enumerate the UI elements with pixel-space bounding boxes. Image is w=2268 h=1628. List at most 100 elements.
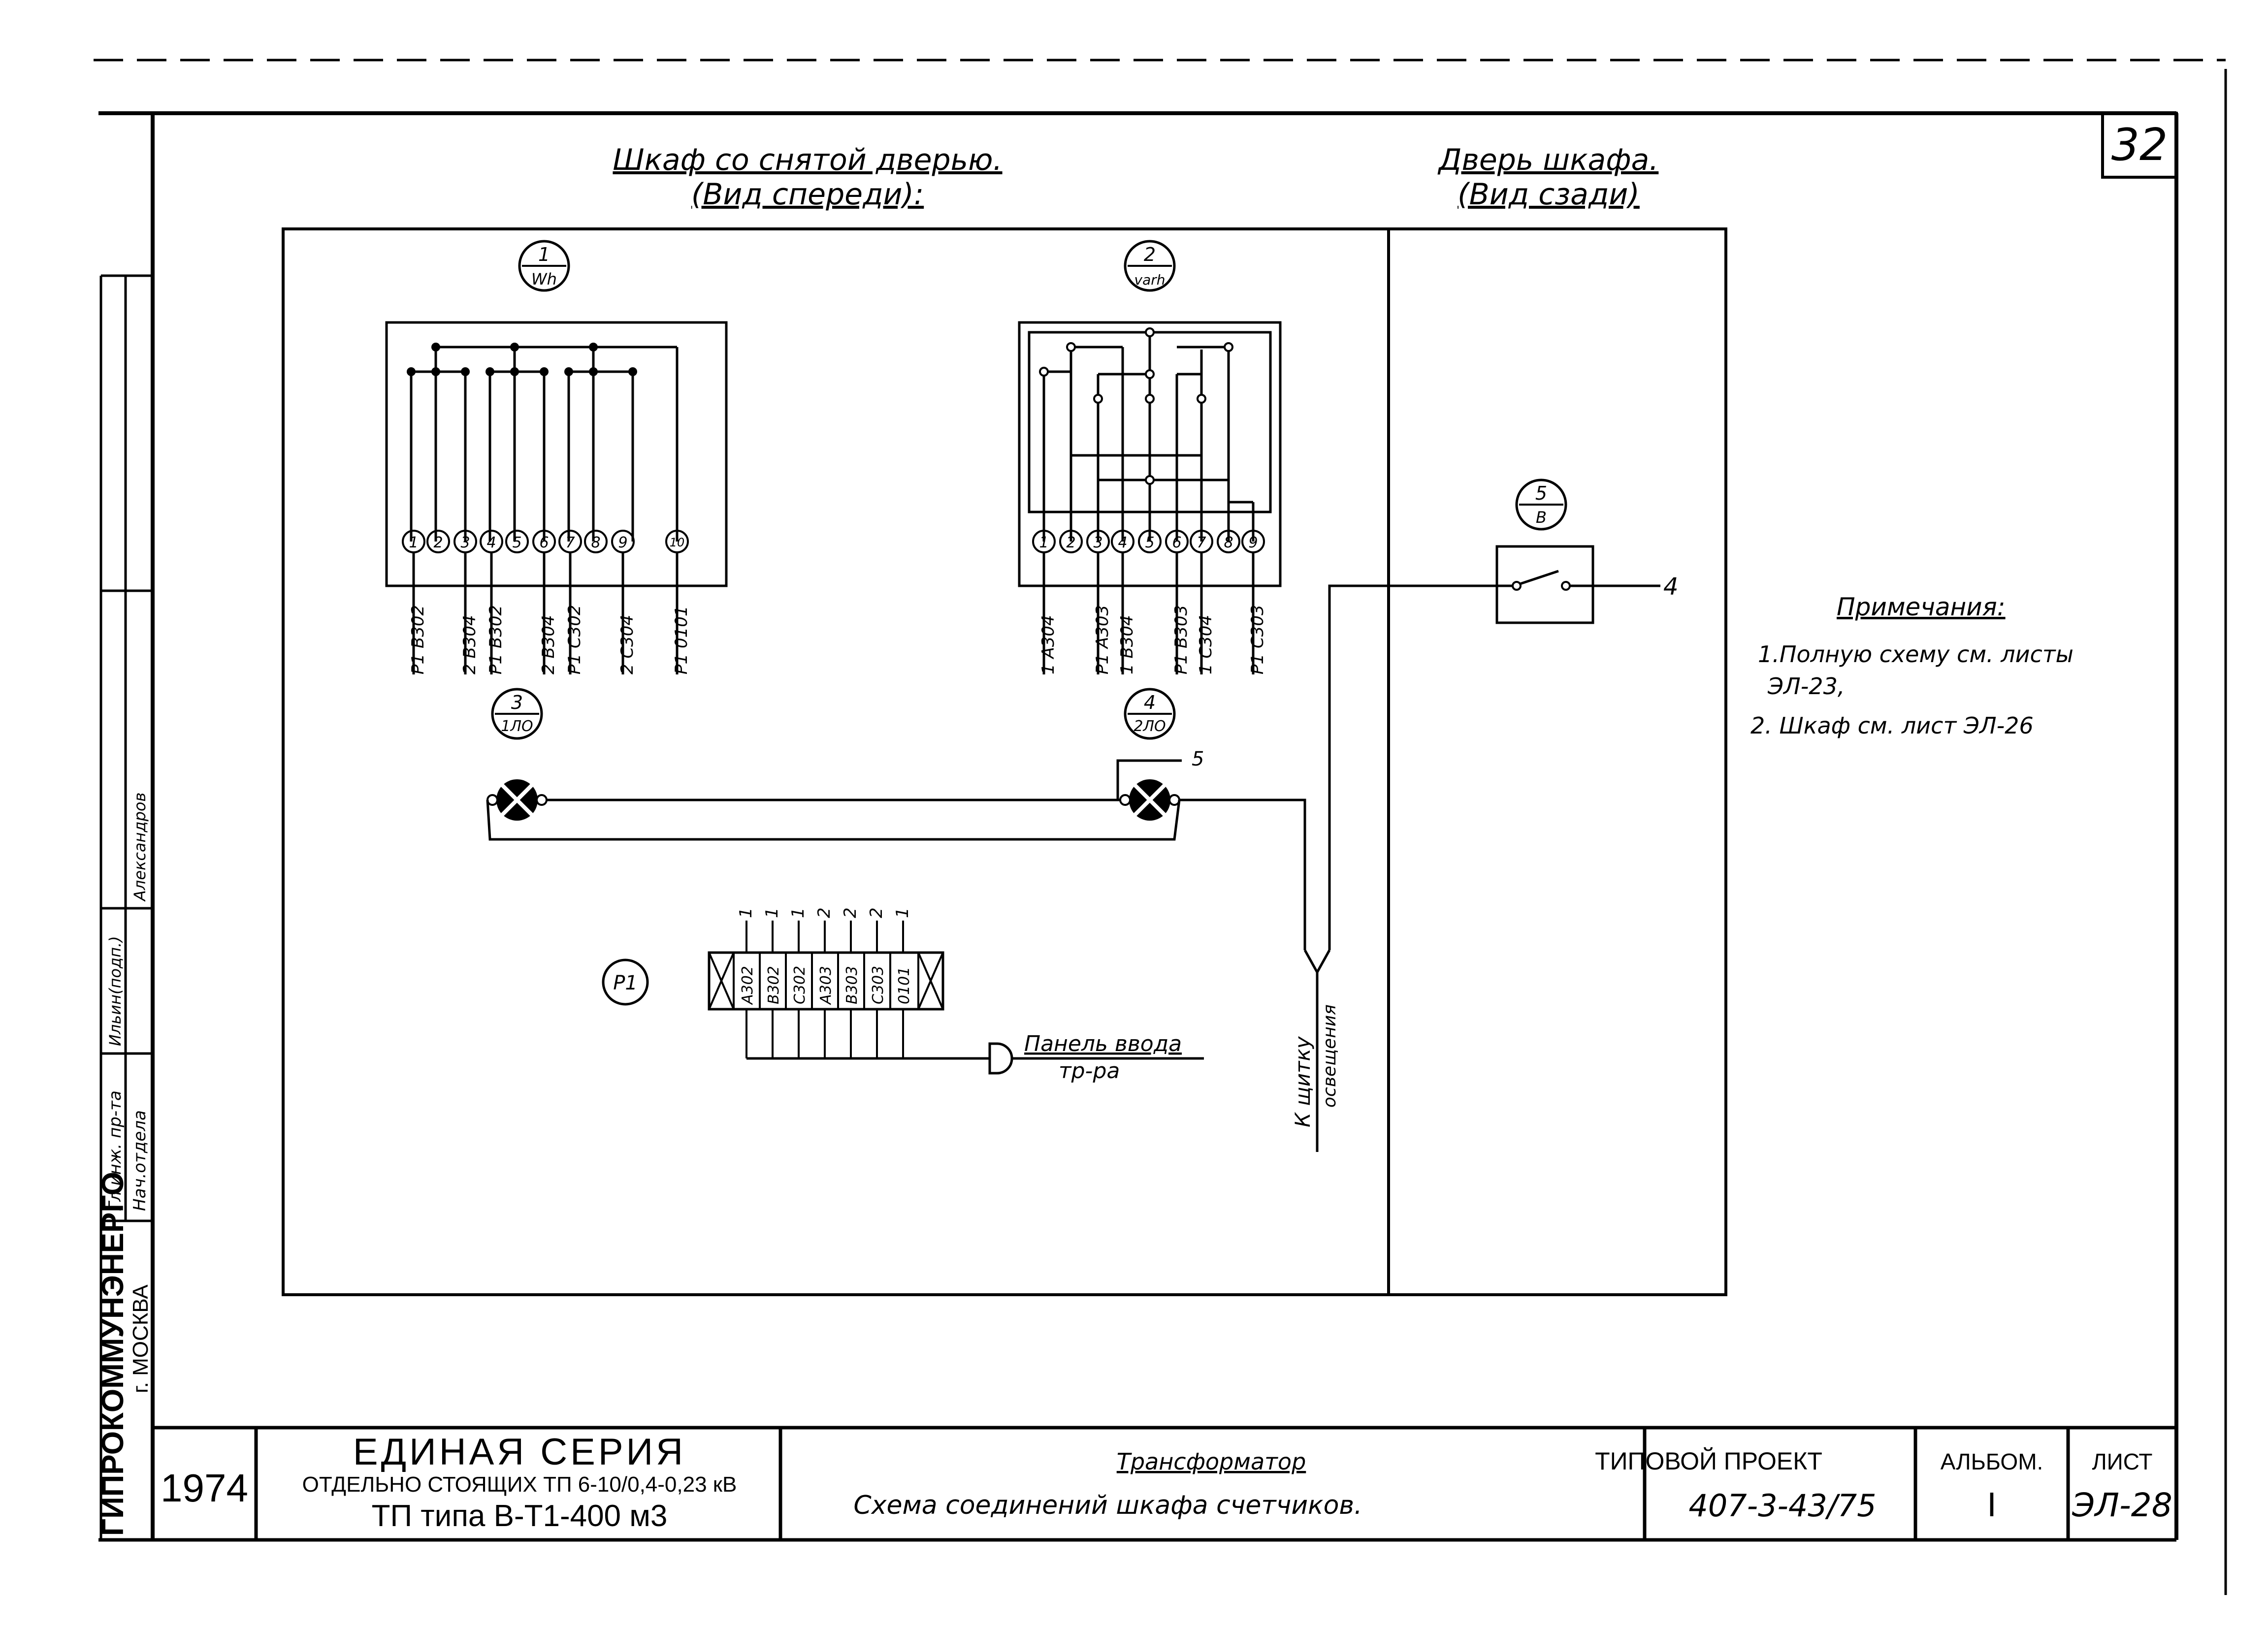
m2-terminal: 6 <box>1172 534 1181 551</box>
meter-2-wiring <box>1028 331 1272 542</box>
notes-heading: Примечания: <box>1837 593 2006 621</box>
left-stamp <box>99 274 153 1540</box>
sheet-code: ЭЛ-28 <box>2072 1486 2172 1524</box>
year: 1974 <box>161 1466 248 1510</box>
m2-terminal: 1 <box>1039 534 1048 551</box>
m2-terminal: 3 <box>1093 534 1102 551</box>
project-number: 407-3-43/75 <box>1688 1488 1876 1524</box>
tb-code: В303 <box>843 966 861 1004</box>
album-label: АЛЬБОМ. <box>1941 1449 2043 1474</box>
switch-code: В <box>1536 508 1547 527</box>
notes-item-1: 1.Полную схему см. листы <box>1758 641 2074 668</box>
meter-1: 1 Wh 1 2 3 <box>385 240 728 674</box>
m1-wire-label: Р1 В302 <box>486 605 506 674</box>
meter-2-outgoing-wires <box>1042 552 1255 674</box>
m1-terminal: 9 <box>618 534 627 551</box>
meter-1-number: 1 <box>538 244 550 265</box>
m2-wire-label: Р1 В303 <box>1171 605 1191 674</box>
notes-item-2: ЭЛ-23, <box>1767 673 1845 700</box>
lamp-2: 4 2ЛО 5 <box>1119 688 1204 821</box>
m1-terminal: 1 <box>409 534 418 551</box>
stamp-role-1: Гл.инж. пр-та <box>105 1090 125 1211</box>
tb-top-number: 1 <box>762 907 782 918</box>
door-title-2: (Вид сзади) <box>1458 177 1640 212</box>
lamp-2-code: 2ЛО <box>1134 718 1166 735</box>
sheet-frame <box>94 59 2227 1595</box>
lamp-wiring <box>486 759 1306 950</box>
stamp-city: г. МОСКВА <box>129 1284 153 1393</box>
m1-terminal: 3 <box>460 534 470 551</box>
cabinet-outline <box>282 227 1390 1296</box>
meter-1-wiring <box>410 346 679 542</box>
tb-top-number: 1 <box>788 907 808 918</box>
tb-top-number: 2 <box>814 907 834 918</box>
series-title: ЕДИНАЯ СЕРИЯ <box>353 1431 686 1473</box>
meter-1-code: Wh <box>531 270 557 288</box>
m1-terminal: 5 <box>512 534 521 551</box>
title-block-lines <box>98 1426 2176 1542</box>
meter-1-outgoing-wires <box>412 552 679 674</box>
m1-terminal: 8 <box>591 534 600 551</box>
m1-terminal: 2 <box>433 534 443 551</box>
lamp-1-number: 3 <box>511 692 523 713</box>
switch: 5 В 4 <box>1495 479 1679 624</box>
m2-terminal: 4 <box>1118 534 1127 551</box>
meter-1-terminals: 1 2 3 4 5 6 7 8 9 10 <box>402 530 689 553</box>
door-heading: Дверь шкафа. (Вид сзади) <box>1437 143 1659 212</box>
stamp-org: ГИПРОКОММУНЭНЕРГО <box>96 1172 130 1536</box>
sheet-number-box: 32 <box>2101 112 2178 179</box>
series-line-3: ТП типа В-Т1-400 м3 <box>372 1499 668 1533</box>
lamp-1: 3 1ЛО <box>486 688 548 821</box>
m1-terminal: 10 <box>670 536 685 549</box>
terminal-block-top-numbers: 1 1 1 2 2 2 1 <box>736 907 912 918</box>
drawing-title: Трансформатор <box>1117 1448 1306 1475</box>
switch-number: 5 <box>1535 482 1547 504</box>
title-block: 1974 ЕДИНАЯ СЕРИЯ ОТДЕЛЬНО СТОЯЩИХ ТП 6-… <box>161 1431 2172 1533</box>
m2-terminal: 8 <box>1224 534 1233 551</box>
m1-terminal: 7 <box>565 534 575 551</box>
meter-1-wire-labels: Р1 В302 2 В304 Р1 В302 2 В304 Р1 С302 2 … <box>408 605 691 674</box>
terminal-block-codes: А302 В302 С302 А303 В303 С303 0101 <box>739 966 913 1005</box>
m2-wire-label: 1 А304 <box>1038 615 1058 674</box>
project-label: ТИПОВОЙ ПРОЕКТ <box>1595 1447 1822 1475</box>
tb-code: А302 <box>739 966 756 1005</box>
tb-top-number: 1 <box>736 907 756 918</box>
m2-wire-label: 1 В304 <box>1117 615 1137 674</box>
m1-wire-label: 2 В304 <box>460 615 480 674</box>
m2-wire-label: Р1 С303 <box>1248 605 1267 674</box>
switch-wiring <box>1303 584 1660 1152</box>
sheet-label: ЛИСТ <box>2092 1449 2152 1474</box>
cabinet-heading: Шкаф со снятой дверью. (Вид спереди): <box>613 143 1002 212</box>
tb-top-number: 2 <box>841 907 860 918</box>
lighting-label-1: К щитку <box>1291 1036 1315 1127</box>
tb-code: В302 <box>765 966 782 1004</box>
tb-top-number: 1 <box>893 907 912 918</box>
terminal-block: Р1 А302 В302 С302 А303 В303 С303 0101 <box>602 907 1204 1084</box>
stamp-sign-2: Александров <box>130 793 149 902</box>
m2-terminal: 9 <box>1248 534 1258 551</box>
meter-2-wire-labels: 1 А304 Р1 А303 1 В304 Р1 В303 1 С304 Р1 … <box>1038 605 1267 674</box>
stamp-role-2: Нач.отдела <box>130 1110 150 1211</box>
m1-wire-label: Р1 С302 <box>565 605 584 674</box>
sheet-number: 32 <box>2111 119 2168 171</box>
m1-terminal: 6 <box>539 534 549 551</box>
tb-top-number: 2 <box>867 907 886 918</box>
cabinet-title-2: (Вид спереди): <box>691 177 924 212</box>
terminal-block-label: Р1 <box>613 972 638 994</box>
meter-2-code: varh <box>1134 272 1166 288</box>
tb-code: С303 <box>870 966 887 1004</box>
m1-wire-label: Р1 0101 <box>672 606 691 674</box>
m2-wire-label: 1 С304 <box>1196 615 1216 674</box>
lamp-2-number: 4 <box>1144 692 1156 713</box>
tb-code: 0101 <box>896 967 913 1004</box>
terminal-block-bottom-wires <box>745 1009 1204 1075</box>
m1-terminal: 4 <box>486 534 496 551</box>
m1-wire-label: 2 В304 <box>539 615 558 674</box>
notes: Примечания: 1.Полную схему см. листы ЭЛ-… <box>1750 593 2074 739</box>
meter-2: 2 varh <box>1018 240 1282 674</box>
notes-item-3: 2. Шкаф см. лист ЭЛ-26 <box>1750 712 2034 739</box>
switch-wire: 4 <box>1663 573 1679 601</box>
tb-code: А303 <box>817 966 835 1005</box>
lighting-label: К щитку освещения <box>1291 1004 1340 1127</box>
